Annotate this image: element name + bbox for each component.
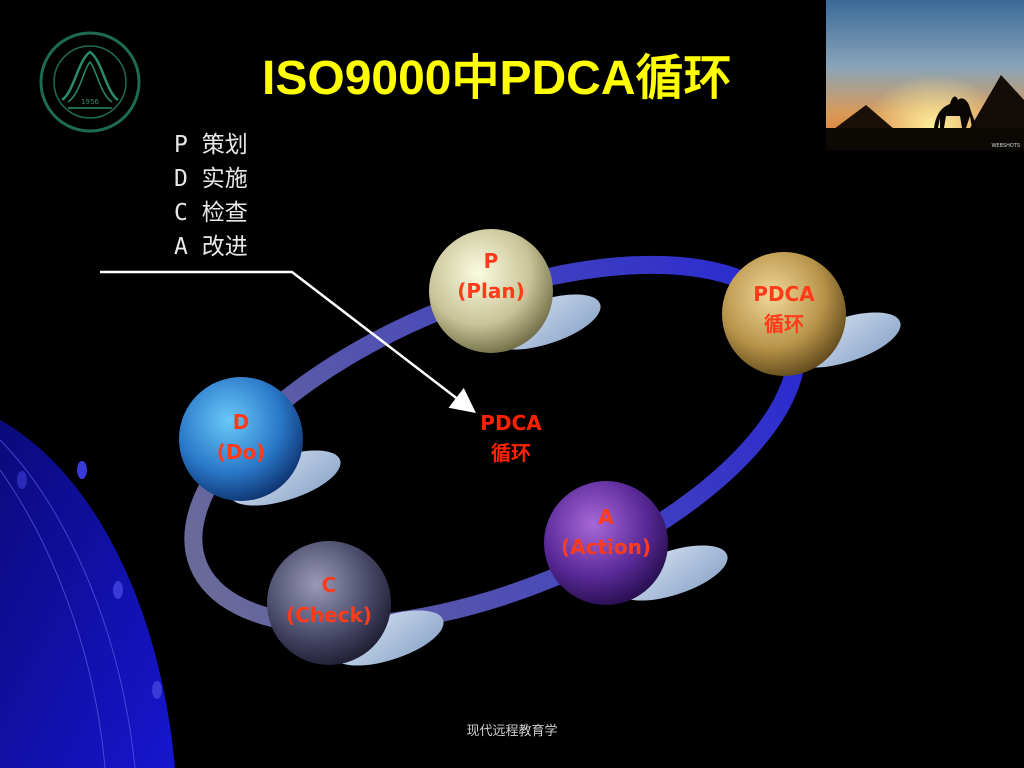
desert-sunset-photo: WEBSHOTS — [826, 0, 1024, 150]
legend-row: P 策划 — [174, 128, 248, 162]
node-action — [544, 481, 668, 605]
deco-bead — [17, 471, 27, 489]
node-check — [267, 541, 391, 665]
node-plan-label: P (Plan) — [431, 246, 551, 306]
slide-footer: 现代远程教育学 — [466, 724, 558, 739]
node-plan — [429, 229, 553, 353]
legend-letter: A — [174, 234, 188, 260]
node-pdca-line1: PDCA — [753, 282, 815, 306]
node-do — [179, 377, 303, 501]
legend-letter: D — [174, 166, 188, 192]
node-action-name: (Action) — [560, 535, 651, 559]
camel-icon — [934, 96, 976, 128]
deco-bead — [152, 681, 162, 699]
svg-text:1956: 1956 — [81, 98, 99, 106]
node-do-letter: D — [232, 410, 250, 434]
node-check-name: (Check) — [286, 603, 372, 627]
legend-letter: C — [174, 200, 188, 226]
svg-text:WEBSHOTS: WEBSHOTS — [991, 143, 1020, 149]
center-label-line1: PDCA — [480, 411, 542, 435]
deco-bead — [113, 581, 123, 599]
node-check-letter: C — [321, 573, 337, 597]
legend-meaning: 检查 — [201, 200, 248, 226]
legend-letter: P — [174, 132, 188, 158]
node-action-label: A (Action) — [536, 502, 676, 562]
node-pdca-line2: 循环 — [764, 312, 804, 336]
legend-row: C 检查 — [174, 196, 248, 230]
center-label-line2: 循环 — [491, 441, 531, 465]
node-check-label: C (Check) — [262, 570, 396, 630]
legend-meaning: 策划 — [201, 132, 248, 158]
legend-row: D 实施 — [174, 162, 248, 196]
legend-meaning: 改进 — [201, 234, 248, 260]
node-do-name: (Do) — [216, 440, 266, 464]
university-logo: 1956 — [39, 31, 141, 133]
node-action-letter: A — [598, 505, 614, 529]
slide-title: ISO9000中PDCA循环 — [262, 52, 732, 105]
node-pdca-label: PDCA 循环 — [724, 279, 844, 339]
node-do-label: D (Do) — [181, 407, 301, 467]
deco-bead — [77, 461, 87, 479]
background-swoosh — [0, 420, 175, 768]
pointer-arrow — [100, 270, 476, 414]
center-label: PDCA 循环 — [451, 408, 571, 468]
node-plan-letter: P — [483, 249, 499, 273]
legend-row: A 改进 — [174, 230, 248, 264]
node-pdca — [722, 252, 846, 376]
node-plan-name: (Plan) — [457, 279, 525, 303]
legend-meaning: 实施 — [201, 166, 248, 192]
